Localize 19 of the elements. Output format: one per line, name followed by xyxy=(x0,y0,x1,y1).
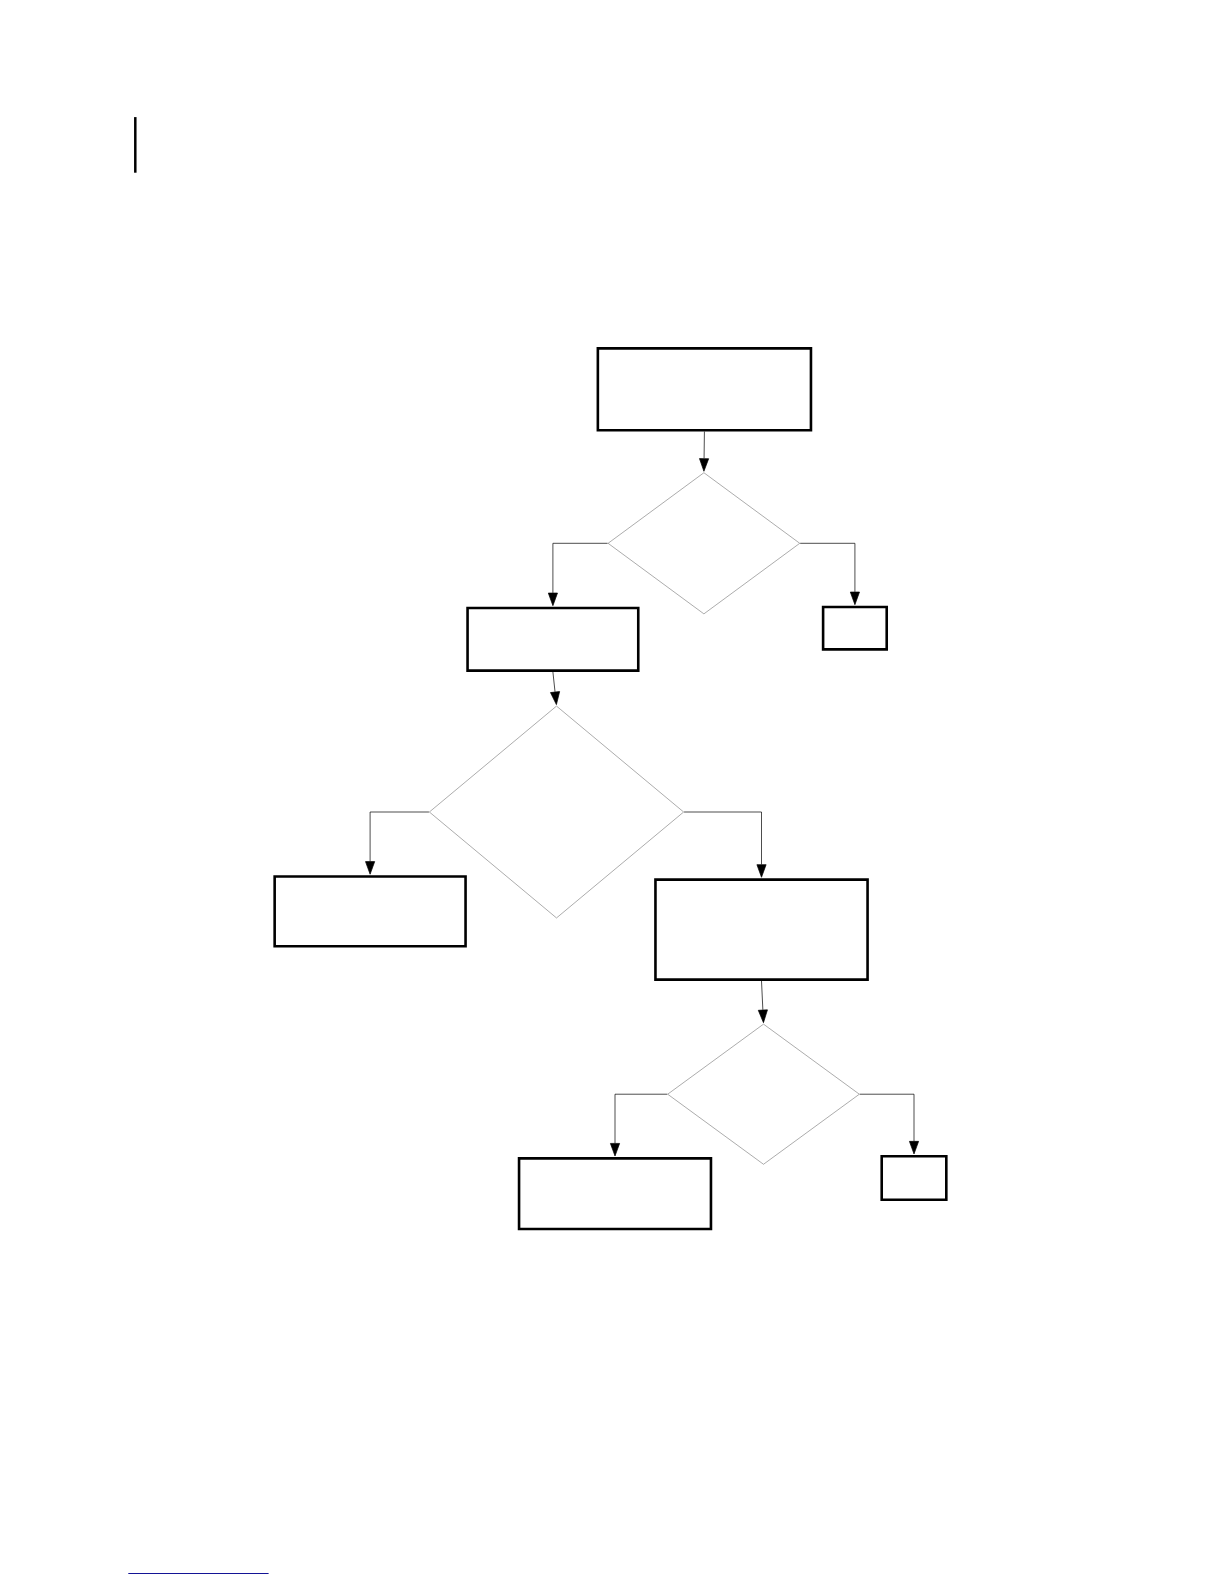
arrow xyxy=(365,811,430,875)
arrow xyxy=(799,542,860,605)
arrow xyxy=(699,431,709,472)
process-box xyxy=(654,878,869,981)
process-box xyxy=(596,347,813,432)
arrow xyxy=(610,1093,668,1157)
arrow xyxy=(757,980,768,1023)
decision-diamond xyxy=(429,705,684,919)
arrow xyxy=(683,811,767,878)
arrow xyxy=(547,542,608,606)
process-box xyxy=(273,875,467,948)
arrow xyxy=(859,1093,919,1155)
process-box xyxy=(821,605,888,651)
process-box xyxy=(466,606,640,672)
process-box xyxy=(880,1155,948,1201)
decision-diamond xyxy=(607,472,801,615)
decision-diamond xyxy=(667,1023,860,1165)
process-box xyxy=(517,1157,713,1231)
arrow xyxy=(550,671,560,705)
